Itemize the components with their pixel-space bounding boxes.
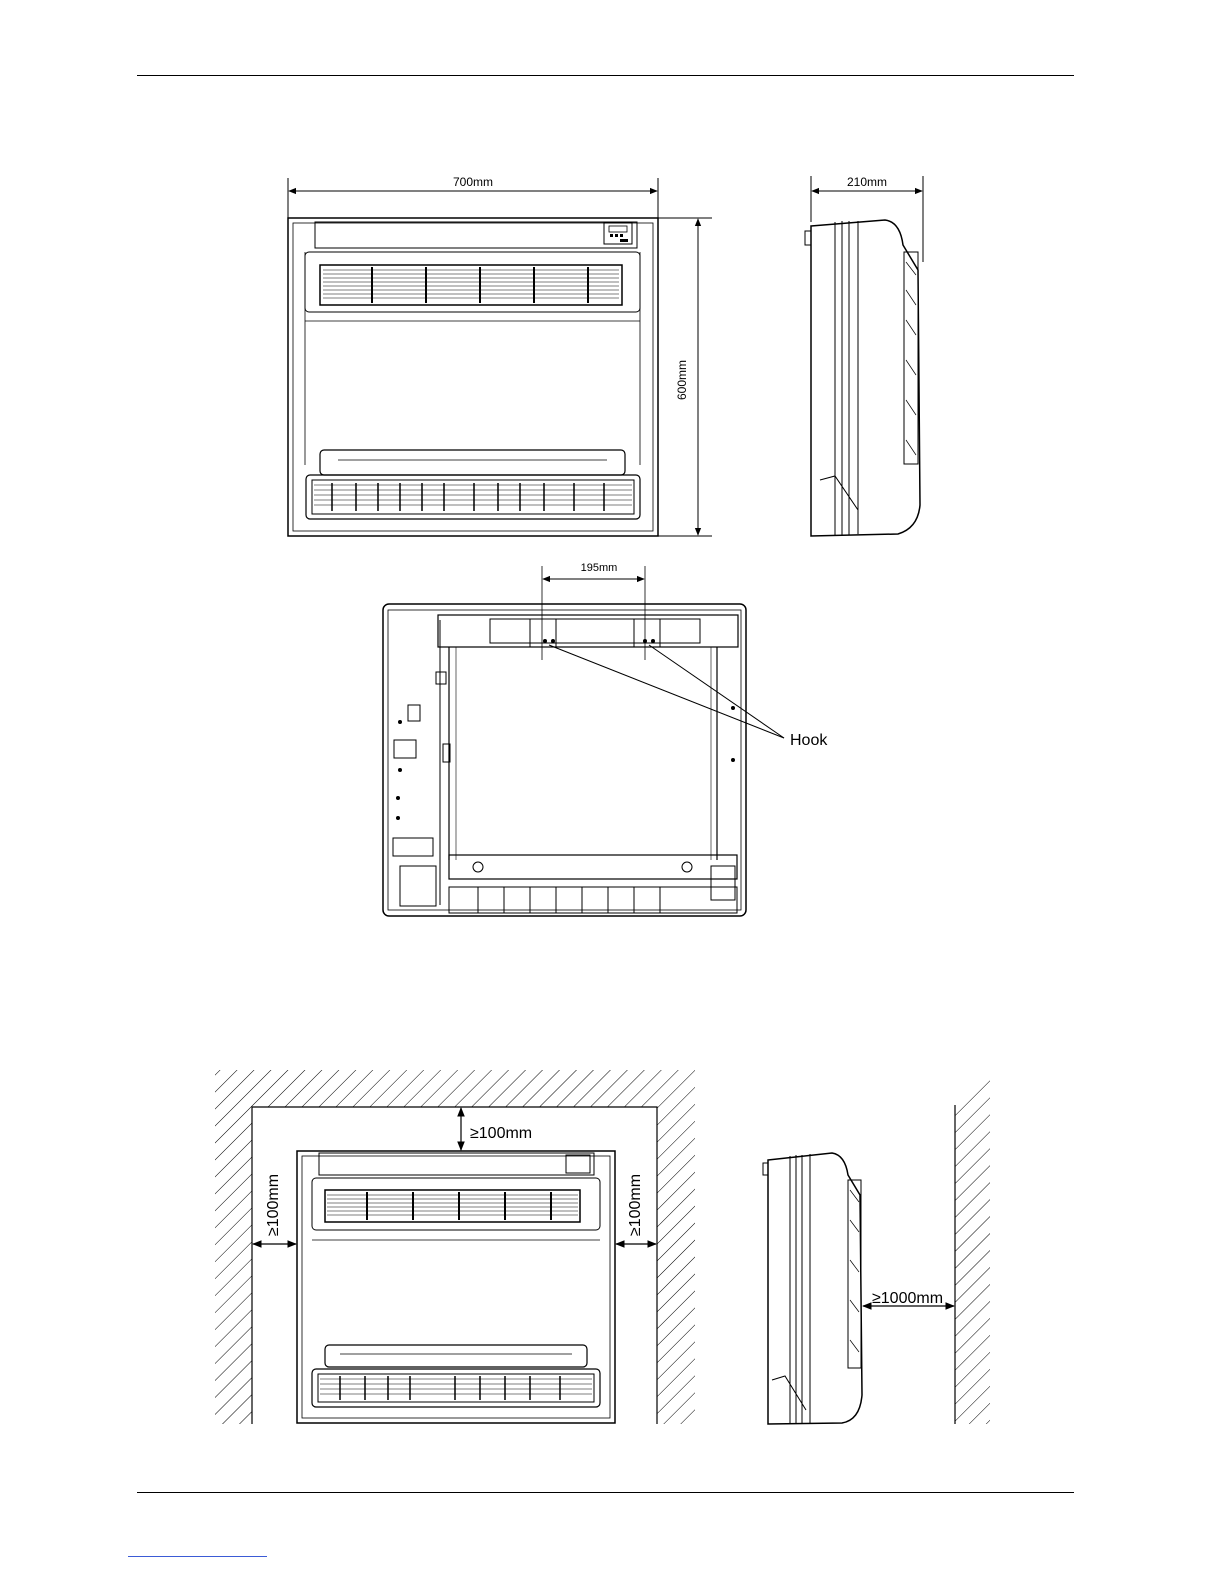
clearance-side-view: ≥1000mm (763, 1078, 990, 1424)
hook-leader-line-left (549, 645, 784, 738)
front-view: 700mm (288, 175, 712, 536)
hook-spacing-label: 195mm (581, 562, 618, 574)
hook-label: Hook (790, 732, 828, 749)
depth-dimension-label: 210mm (847, 175, 887, 189)
rear-view: 195mm (383, 562, 828, 916)
top-clearance-label: ≥100mm (470, 1125, 532, 1142)
width-dimension-label: 700mm (453, 175, 493, 189)
height-dimension-label: 600mm (675, 360, 689, 400)
wall-hatch-side (955, 1078, 990, 1424)
left-clearance-label: ≥100mm (265, 1174, 282, 1236)
wall-hatch-front (215, 1070, 695, 1424)
side-view: 210mm (805, 175, 923, 536)
front-clearance-label: ≥1000mm (872, 1290, 943, 1307)
right-clearance-label: ≥100mm (627, 1174, 644, 1236)
clearance-front-view: ≥100mm ≥100mm ≥100mm (215, 1070, 695, 1424)
